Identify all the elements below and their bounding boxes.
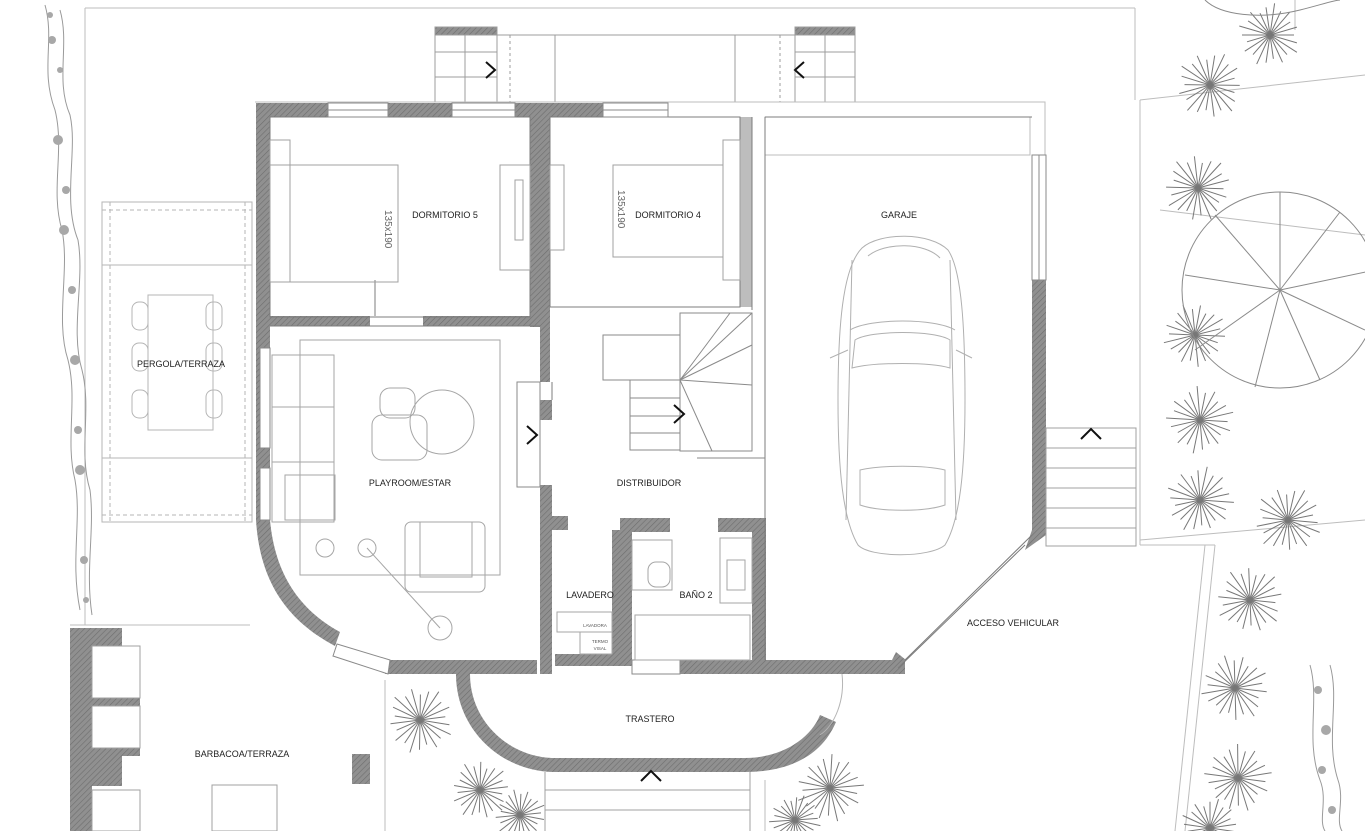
top-entrance-steps [434,26,856,103]
appliance-lavadora: LAVADORA [583,623,607,628]
wardrobe-dormitorio-4 [549,164,565,251]
site-outline [70,0,1365,831]
bed-size-dormitorio-5: 135x190 [382,210,393,249]
tree-icon [1201,655,1267,720]
room-dormitorio-4: DORMITORIO 4 [635,210,701,220]
umbrella-icon [1181,191,1365,389]
staircase [602,312,765,459]
appliance-termo-label: VISAL [594,646,607,651]
room-barbacoa: BARBACOA/TERRAZA [195,749,290,759]
tree-icon [769,795,821,831]
tree-icon [1182,799,1237,831]
pergola [101,201,253,523]
trastero-outline [819,673,844,736]
room-distribuidor: DISTRIBUIDOR [617,478,682,488]
bed-dormitorio-5 [269,139,399,283]
room-lavadero: LAVADERO [566,590,614,600]
tree-icon [1166,156,1229,220]
bed-dormitorio-4 [612,139,741,281]
playroom-door [516,381,541,488]
bano-fixtures [631,537,753,661]
lavadero-fixtures [556,611,613,655]
barbacoa-structure [70,628,370,831]
tree-icon [1166,386,1234,454]
tree-icon [390,689,451,753]
bed-size-dormitorio-4: 135x190 [615,190,626,229]
tree-icon [1256,489,1320,550]
tree-icon [1168,466,1234,531]
stair-arrow [673,404,686,424]
interior-lines [269,116,1047,669]
entry-arrow-right [793,61,805,79]
car [829,235,973,556]
tree-icon [798,754,864,822]
tree-icon [1218,568,1282,631]
room-bano-2: BAÑO 2 [679,590,712,600]
label-acceso-vehicular: ACCESO VEHICULAR [967,618,1060,628]
room-pergola: PERGOLA/TERRAZA [137,359,225,369]
trastero-steps [544,772,751,831]
walls [256,103,1046,674]
tree-icon [1204,743,1272,811]
tree-icon [1163,305,1226,367]
garage-steps [1045,427,1137,547]
windows [259,102,1047,675]
right-hedge [1309,664,1343,831]
room-dormitorio-5: DORMITORIO 5 [412,210,478,220]
left-hedge [44,4,93,616]
tree-icon [1239,3,1298,65]
room-garaje: GARAJE [881,210,917,220]
room-playroom: PLAYROOM/ESTAR [369,478,452,488]
wardrobe-dormitorio-5 [499,164,531,271]
tree-icon [495,789,545,831]
playroom-furniture [271,339,501,641]
tree-icon [1179,54,1240,117]
playroom-arrow [526,425,539,445]
room-trastero: TRASTERO [625,714,674,724]
trastero-arrow [640,769,662,782]
appliance-termo: TERMO [592,639,609,644]
tree-icons [390,3,1320,831]
roof-outline [255,101,1046,280]
shrub-icon [1204,0,1341,16]
entry-arrow-left [485,61,497,79]
garage-arrow [1080,427,1102,440]
tree-icon [453,761,508,818]
